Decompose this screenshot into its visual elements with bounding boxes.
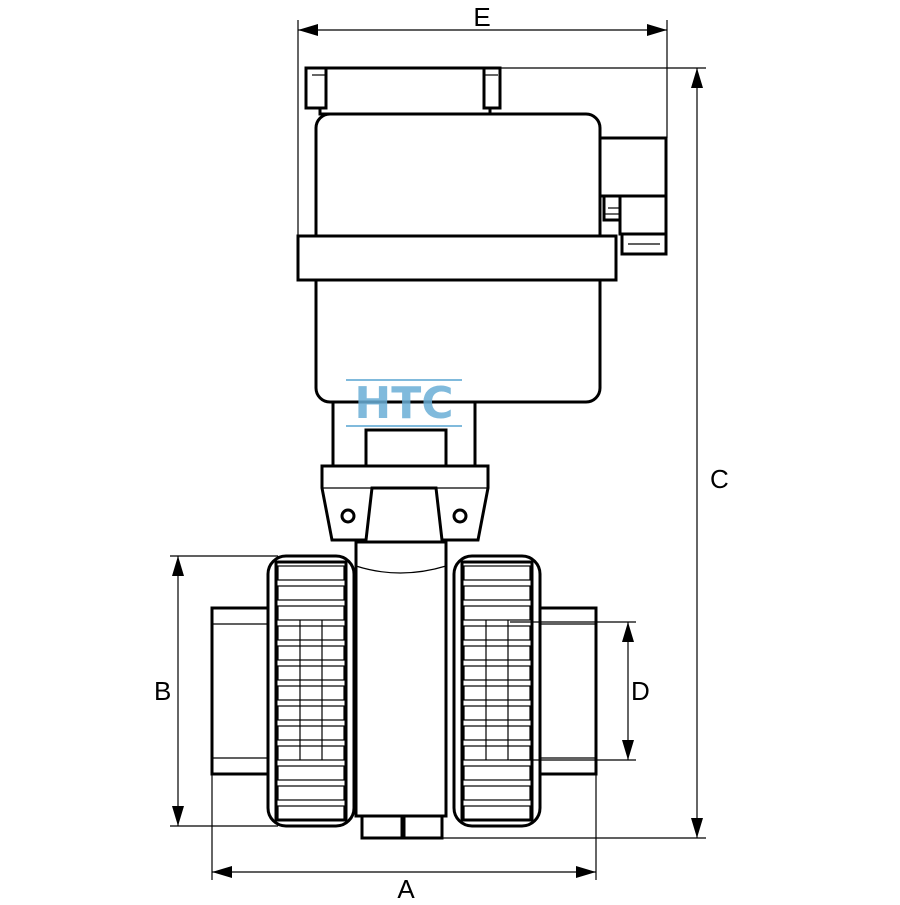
nut-rib (463, 665, 531, 681)
nut-rib (277, 565, 345, 581)
nut-rib (277, 645, 345, 661)
nut-rib (463, 785, 531, 801)
dimension-B: B (154, 555, 278, 827)
valve-body (354, 540, 448, 840)
nut-rib (277, 665, 345, 681)
actuator-housing (296, 112, 618, 404)
nut-rib (277, 725, 345, 741)
left-union-nut (266, 554, 356, 828)
dimension-label-D: D (631, 676, 650, 706)
nut-rib (463, 705, 531, 721)
nut-rib (277, 805, 345, 821)
nut-rib (277, 625, 345, 641)
nut-rib (277, 685, 345, 701)
dimension-label-E: E (473, 2, 490, 32)
dimension-A: A (211, 774, 597, 904)
nut-rib (277, 745, 345, 761)
bolt-hole-right (452, 508, 468, 524)
right-union-nut (452, 554, 542, 828)
nut-rib (463, 565, 531, 581)
mounting-bracket (320, 464, 490, 542)
nut-rib (463, 805, 531, 821)
dimension-label-C: C (710, 464, 729, 494)
nut-rib (463, 765, 531, 781)
nut-rib (463, 625, 531, 641)
nut-rib (277, 705, 345, 721)
dimension-label-B: B (154, 676, 171, 706)
nut-rib (463, 685, 531, 701)
bolt-hole-left (340, 508, 356, 524)
nut-rib (277, 785, 345, 801)
nut-rib (463, 605, 531, 621)
htc-watermark: HTC (346, 378, 462, 429)
nut-rib (463, 585, 531, 601)
nut-rib (277, 765, 345, 781)
dimension-C: C (442, 67, 729, 839)
electrical-connector (598, 136, 668, 256)
dimension-label-A: A (397, 874, 415, 900)
dimension-E: E (297, 2, 668, 236)
nut-rib (463, 725, 531, 741)
nut-rib (277, 585, 345, 601)
watermark-text: HTC (354, 378, 453, 429)
nut-rib (463, 745, 531, 761)
nut-rib (277, 605, 345, 621)
nut-rib (463, 645, 531, 661)
dimension-D: D (510, 621, 650, 761)
actuator-handle (304, 66, 502, 116)
actuator-neck (331, 400, 477, 468)
